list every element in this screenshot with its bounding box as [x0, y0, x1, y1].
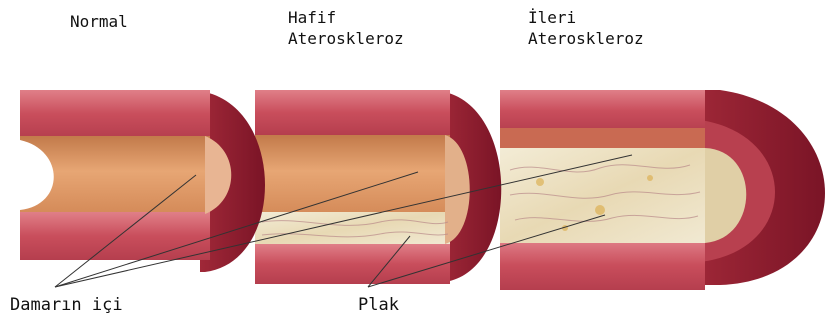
stage-title-advanced-line1: İleri [528, 8, 576, 27]
mild-artery-segment [255, 90, 501, 284]
stage-title-advanced-line2: Ateroskleroz [528, 29, 644, 48]
stage-title-normal: Normal [70, 12, 128, 31]
callout-lumen-label: Damarın içi [10, 296, 123, 315]
callout-plaque-label: Plak [358, 296, 399, 315]
stage-title-mild-line2: Ateroskleroz [288, 29, 404, 48]
advanced-artery-segment [500, 90, 825, 290]
stage-title-mild-line1: Hafif [288, 8, 336, 27]
normal-artery-segment [20, 90, 265, 272]
